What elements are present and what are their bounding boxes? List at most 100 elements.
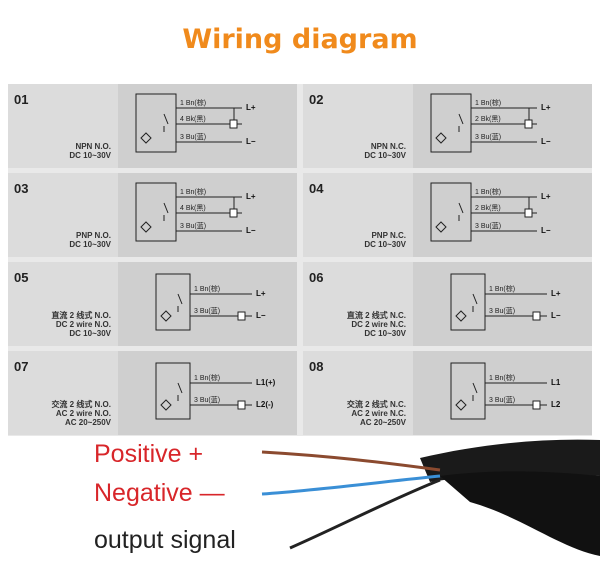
diagram-type-label: 交流 2 线式 N.C. AC 2 wire N.C. AC 20~250V	[346, 400, 406, 427]
diagram-type-label: PNP N.C. DC 10~30V	[364, 231, 406, 249]
diagram-type-label: NPN N.O. DC 10~30V	[69, 142, 111, 160]
diagram-cell-05: 05 直流 2 线式 N.O. DC 2 wire N.O. DC 10~30V 1…	[8, 262, 297, 346]
blue-wire	[261, 474, 441, 496]
sensor-body	[430, 93, 472, 153]
schematic-lines	[430, 182, 537, 242]
load-icon	[532, 311, 541, 321]
switch-contact-icon	[458, 113, 464, 132]
wire-label: 1 Bn(棕)	[489, 375, 516, 382]
terminal-label: L−	[541, 226, 551, 235]
wire-label: 3 Bu(蓝)	[180, 223, 207, 230]
schematic-lines	[135, 93, 242, 153]
load-icon	[237, 400, 246, 410]
cable-jacket-lower	[440, 471, 600, 556]
diagram-number: 07	[14, 359, 29, 374]
wire-label: 3 Bu(蓝)	[475, 223, 502, 230]
wire-label: 1 Bn(棕)	[475, 189, 502, 196]
wire-label: 1 Bn(棕)	[489, 286, 516, 293]
wire-label: 3 Bu(蓝)	[475, 134, 502, 141]
wire-label: 1 Bn(棕)	[180, 100, 207, 107]
switch-contact-icon	[458, 202, 464, 221]
wire-label: 1 Bn(棕)	[194, 375, 221, 382]
diagram-cell-06: 06 直流 2 线式 N.C. DC 2 wire N.C. DC 10~30V 1…	[303, 262, 592, 346]
switch-contact-icon	[163, 113, 169, 132]
legend-positive: Positive +	[94, 440, 204, 468]
terminal-label: L1	[551, 378, 561, 387]
wire-label: 2 Bk(黑)	[475, 205, 501, 212]
diagram-number: 02	[309, 92, 324, 107]
terminal-label: L+	[541, 103, 551, 112]
terminal-label: L+	[246, 192, 256, 201]
diagram-number: 06	[309, 270, 324, 285]
switch-contact-icon	[472, 382, 478, 401]
load-icon	[532, 400, 541, 410]
legend-negative: Negative —	[94, 479, 225, 507]
sensor-symbol-icon	[160, 399, 172, 411]
cable-illustration	[261, 439, 600, 556]
sensor-body	[135, 182, 177, 242]
wire-label: 3 Bu(蓝)	[489, 397, 516, 404]
sensor-symbol-icon	[140, 132, 152, 144]
sensor-body	[450, 362, 486, 420]
diagram-type-label: 直流 2 线式 N.O. DC 2 wire N.O. DC 10~30V	[51, 311, 111, 338]
wire-label: 1 Bn(棕)	[475, 100, 502, 107]
brown-wire	[261, 450, 441, 472]
load-icon	[524, 208, 533, 218]
terminal-label: L2	[551, 400, 561, 409]
terminal-label: L+	[246, 103, 256, 112]
diagram-schematic	[413, 351, 592, 435]
sensor-symbol-icon	[455, 399, 467, 411]
sensor-body	[430, 182, 472, 242]
diagram-type-label: PNP N.O. DC 10~30V	[69, 231, 111, 249]
wire-label: 3 Bu(蓝)	[194, 397, 221, 404]
schematic-lines	[450, 362, 547, 420]
terminal-label: L−	[246, 226, 256, 235]
terminal-label: L2(-)	[256, 400, 274, 409]
diagram-schematic	[118, 262, 297, 346]
wire-label: 1 Bn(棕)	[194, 286, 221, 293]
sensor-symbol-icon	[455, 310, 467, 322]
sensor-body	[450, 273, 486, 331]
legend-output: output signal	[94, 526, 236, 554]
load-icon	[229, 208, 238, 218]
diagram-number: 05	[14, 270, 29, 285]
switch-contact-icon	[472, 293, 478, 312]
sensor-symbol-icon	[160, 310, 172, 322]
switch-contact-icon	[177, 293, 183, 312]
terminal-label: L−	[551, 311, 561, 320]
diagram-type-label: NPN N.C. DC 10~30V	[364, 142, 406, 160]
schematic-lines	[155, 362, 252, 420]
diagram-schematic	[413, 262, 592, 346]
terminal-label: L−	[541, 137, 551, 146]
switch-contact-icon	[177, 382, 183, 401]
diagram-type-label: 直流 2 线式 N.C. DC 2 wire N.C. DC 10~30V	[346, 311, 406, 338]
switch-contact-icon	[163, 202, 169, 221]
wire-label: 3 Bu(蓝)	[194, 308, 221, 315]
sensor-symbol-icon	[435, 221, 447, 233]
wire-label: 2 Bk(黑)	[475, 116, 501, 123]
terminal-label: L+	[541, 192, 551, 201]
black-wire	[289, 478, 441, 550]
diagram-schematic	[118, 84, 297, 168]
diagram-schematic	[118, 351, 297, 435]
cable-jacket	[420, 439, 600, 482]
terminal-label: L+	[551, 289, 561, 298]
terminal-label: L−	[256, 311, 266, 320]
terminal-label: L+	[256, 289, 266, 298]
terminal-label: L−	[246, 137, 256, 146]
load-icon	[524, 119, 533, 129]
diagram-number: 01	[14, 92, 29, 107]
wire-label: 3 Bu(蓝)	[489, 308, 516, 315]
diagram-type-label: 交流 2 线式 N.O. AC 2 wire N.O. AC 20~250V	[51, 400, 111, 427]
cable-photo	[0, 436, 600, 571]
terminal-label: L1(+)	[256, 378, 276, 387]
diagram-schematic	[118, 173, 297, 257]
schematic-lines	[430, 93, 537, 153]
sensor-body	[155, 273, 191, 331]
load-icon	[229, 119, 238, 129]
